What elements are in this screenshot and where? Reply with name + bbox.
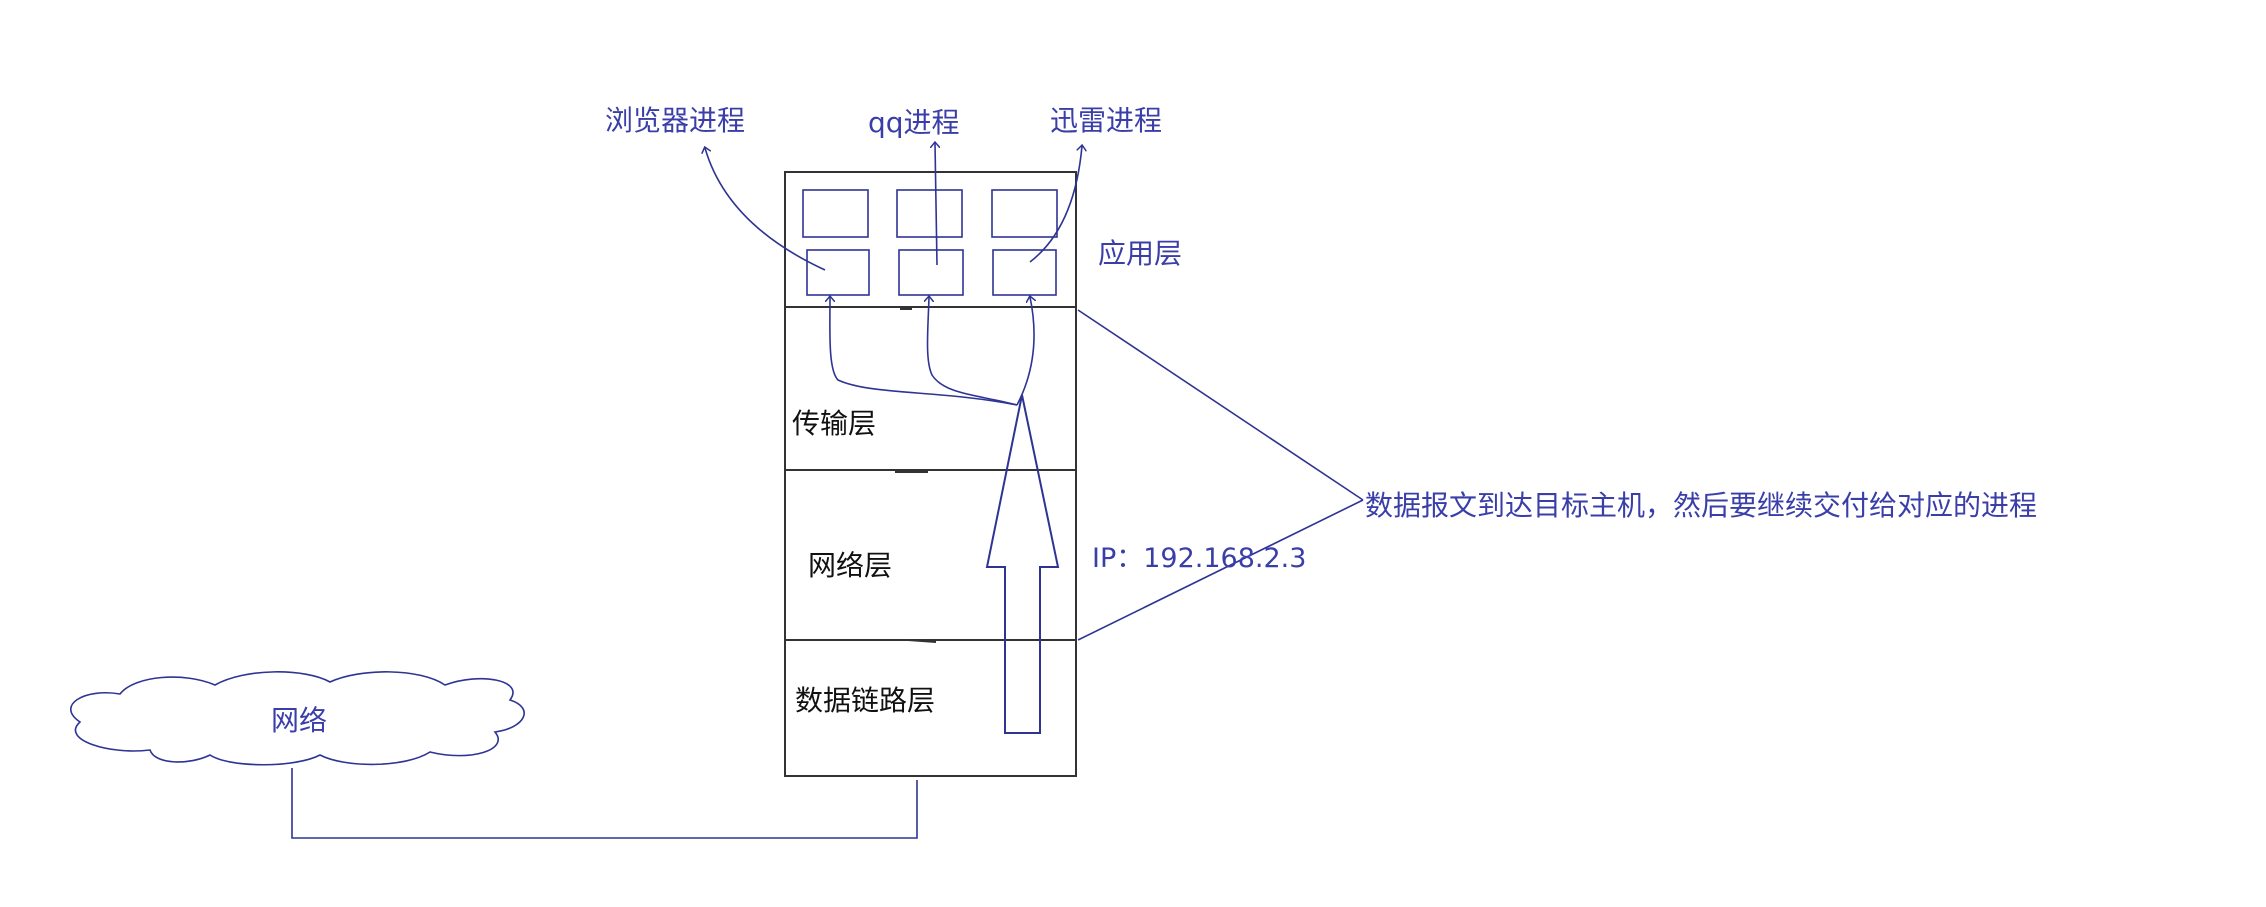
network-cloud [70,671,525,766]
process-box [991,189,1058,238]
process-box [802,189,869,238]
ip-address-label: IP：192.168.2.3 [1092,543,1306,574]
qq-process-label: qq进程 [868,106,960,139]
upward-block-arrow [985,394,1060,734]
process-box [896,189,963,238]
arrow-to-xunlei [1029,146,1082,263]
arrow-to-qq [935,143,937,266]
process-box [992,249,1057,296]
annotation-text: 数据报文到达目标主机，然后要继续交付给对应的进程 [1365,489,2037,522]
protocol-stack-box [784,171,1077,777]
browser-process-label: 浏览器进程 [605,104,745,137]
divider-tick [907,639,937,643]
network-layer-label: 网络层 [808,549,892,582]
network-connection-line [291,768,918,839]
app-process-grid [802,189,1058,296]
process-box [806,249,870,296]
demux-arrow-xunlei [1016,297,1034,406]
application-layer-label: 应用层 [1098,237,1182,270]
arrow-to-browser [705,148,826,271]
network-cloud-label: 网络 [271,704,327,737]
annotation-line-bottom [1077,499,1364,641]
process-box [898,249,964,296]
annotation-line-top [1077,309,1364,501]
demux-arrow-browser [830,297,1018,406]
datalink-layer-label: 数据链路层 [795,684,935,717]
demux-arrow-qq [928,297,1018,406]
transport-layer-label: 传输层 [792,407,876,440]
xunlei-process-label: 迅雷进程 [1050,104,1162,137]
